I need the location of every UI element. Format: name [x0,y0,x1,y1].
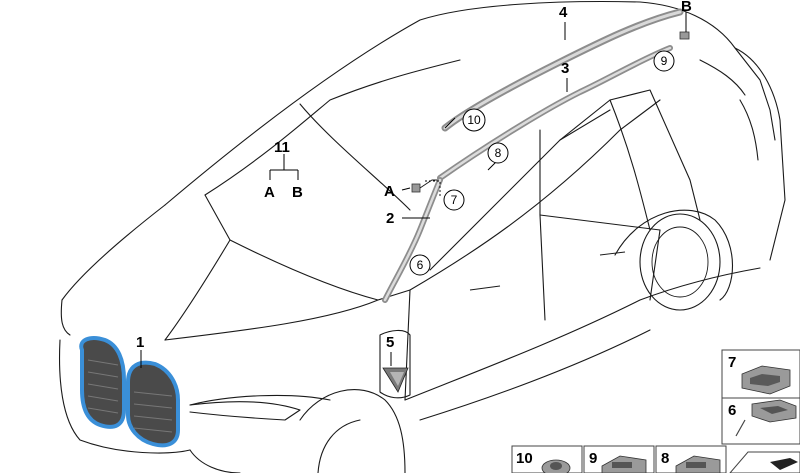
clip-b-part [679,31,690,40]
callout-5: 5 [386,334,394,351]
detail-panel-8: 8 [655,445,727,473]
circled-label-6: 6 [409,254,431,276]
callout-a: A [384,183,395,200]
roof-trim-part-4 [441,8,684,132]
car-body [59,0,786,473]
detail-panel-9: 9 [583,445,655,473]
callout-11: 11 [274,139,290,156]
circled-label-10: 10 [462,108,486,132]
kidney-grille-part-1 [79,336,180,448]
svg-text:6: 6 [417,258,424,272]
svg-text:7: 7 [451,193,458,207]
circled-label-8: 8 [487,142,509,164]
svg-text:10: 10 [516,450,533,467]
callout-11-b: B [292,184,303,201]
circled-label-7: 7 [443,189,465,211]
clip-7-icon [741,365,791,395]
svg-text:8: 8 [495,146,502,160]
detail-panel-6: 6 [721,397,800,445]
svg-text:8: 8 [661,450,669,467]
clip-6-icon [735,399,797,437]
svg-text:9: 9 [589,450,597,467]
svg-text:7: 7 [728,354,736,371]
svg-text:6: 6 [728,402,736,419]
callout-b: B [681,0,692,15]
callout-3: 3 [561,60,569,77]
detail-panel-blank [729,451,800,473]
clip-8-icon [675,455,721,473]
callout-11-a: A [264,184,275,201]
triangle-cover-part-5 [382,367,409,393]
clip-a-part [411,179,441,196]
circled-label-9: 9 [653,50,675,72]
callout-2: 2 [386,210,394,227]
roof-moulding-part-3 [437,45,673,181]
svg-text:10: 10 [467,113,481,127]
svg-text:9: 9 [661,54,668,68]
clip-9-icon [601,455,647,473]
a-pillar-trim-part-2 [382,177,443,303]
callout-4: 4 [559,4,568,21]
detail-panel-10: 10 [511,445,583,473]
clip-10-icon [541,459,571,473]
detail-panel-7: 7 [721,349,800,399]
callout-1: 1 [136,334,144,351]
